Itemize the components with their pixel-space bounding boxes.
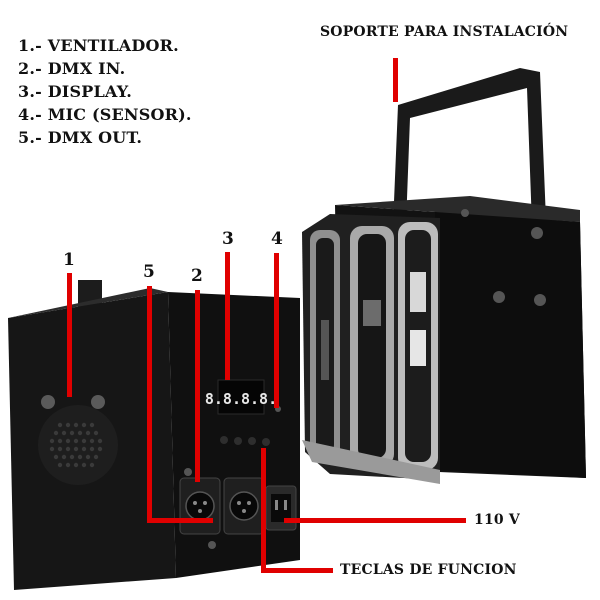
- legend-item: 5.- DMX OUT.: [18, 128, 143, 147]
- power-inlet: [265, 485, 297, 531]
- callout-line-keys-h: [261, 568, 333, 573]
- bracket-label: SOPORTE PARA INSTALACIÓN: [320, 24, 569, 40]
- callout-number-2: 2: [191, 266, 203, 286]
- function-keys: [220, 436, 270, 446]
- component-legend: 1.- VENTILADOR. 2.- DMX IN. 3.- DISPLAY.…: [18, 34, 192, 149]
- legend-item: 4.- MIC (SENSOR).: [18, 105, 192, 124]
- function-keys-label: TECLAS DE FUNCION: [340, 562, 517, 578]
- callout-line-4: [274, 253, 279, 408]
- screw-icon: [534, 294, 546, 306]
- fixture-rear-face: [168, 292, 300, 578]
- mounting-bracket: [392, 68, 546, 252]
- lens-array: [302, 214, 440, 484]
- callout-line-5-h: [147, 518, 213, 523]
- callout-line-5: [147, 286, 152, 522]
- callout-number-4: 4: [271, 229, 283, 249]
- screw-icon: [493, 291, 505, 303]
- callout-number-5: 5: [143, 262, 155, 282]
- callout-number-1: 1: [63, 250, 75, 270]
- callout-line-voltage: [284, 518, 466, 523]
- callout-line-1: [67, 273, 72, 397]
- screw-icon: [91, 395, 105, 409]
- mounted-fixture: [302, 68, 586, 484]
- callout-line-2: [195, 290, 200, 482]
- screw-icon: [531, 227, 543, 239]
- fan-grille: [38, 395, 118, 485]
- callout-line-keys: [261, 448, 266, 572]
- legend-item: 2.- DMX IN.: [18, 59, 126, 78]
- callout-line-3: [225, 252, 230, 380]
- display-digits: 8.8.8.8.: [205, 390, 277, 408]
- callout-number-3: 3: [222, 229, 234, 249]
- rear-panel-fixture: 8.8.8.8.: [8, 280, 300, 590]
- callout-lines: [67, 58, 466, 573]
- voltage-label: 110 V: [474, 512, 520, 528]
- screw-icon: [41, 395, 55, 409]
- legend-item: 3.- DISPLAY.: [18, 82, 133, 101]
- led-display: 8.8.8.8.: [205, 379, 277, 415]
- callout-line-bracket: [393, 58, 398, 102]
- legend-item: 1.- VENTILADOR.: [18, 36, 179, 55]
